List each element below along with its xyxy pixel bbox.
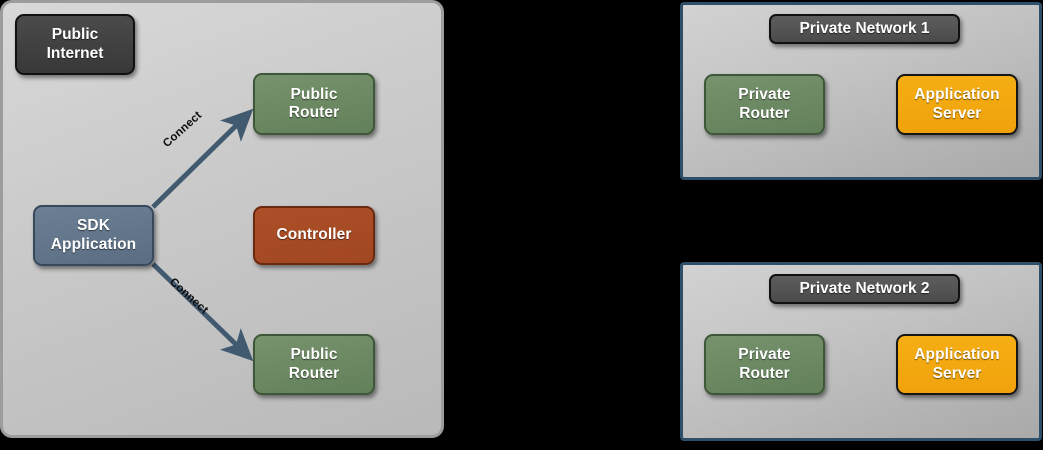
sdk-application-line2: Application <box>50 235 137 253</box>
public-router-bottom-line1: Public <box>290 346 338 364</box>
private-network-1-title: Private Network 1 <box>769 14 960 44</box>
public-internet-label-line2: Internet <box>46 44 104 62</box>
controller-line1: Controller <box>276 226 352 244</box>
node-application-server-2[interactable]: Application Server <box>896 334 1018 395</box>
node-private-router-1[interactable]: Private Router <box>704 74 825 135</box>
node-public-router-top[interactable]: Public Router <box>253 73 375 135</box>
private-router-1-line1: Private <box>738 86 791 104</box>
private-network-2-panel: Private Network 2 Private Router Applica… <box>680 262 1042 441</box>
node-private-router-2[interactable]: Private Router <box>704 334 825 395</box>
public-router-bottom-line2: Router <box>288 364 340 382</box>
application-server-2-line1: Application <box>914 346 1000 364</box>
public-internet-label: Public Internet <box>15 14 135 75</box>
public-internet-label-line1: Public <box>51 26 99 44</box>
application-server-1-line2: Server <box>932 104 982 122</box>
public-internet-zone: Public Internet Connect Connect Public R… <box>0 0 444 438</box>
private-network-1-panel: Private Network 1 Private Router Applica… <box>680 2 1042 180</box>
public-router-top-line2: Router <box>288 104 340 121</box>
public-router-top-line1: Public <box>290 85 338 103</box>
sdk-application-line1: SDK <box>76 217 111 235</box>
private-router-2-line1: Private <box>738 346 791 364</box>
node-application-server-1[interactable]: Application Server <box>896 74 1018 135</box>
node-controller[interactable]: Controller <box>253 206 375 265</box>
node-public-router-bottom[interactable]: Public Router <box>253 334 375 395</box>
node-sdk-application[interactable]: SDK Application <box>33 205 154 266</box>
application-server-1-line1: Application <box>914 86 1000 104</box>
connect-label-bottom: Connect <box>166 276 211 317</box>
private-router-1-line2: Router <box>739 104 790 122</box>
connect-arrow-top <box>151 108 254 209</box>
private-router-2-line2: Router <box>739 364 790 382</box>
private-network-2-title: Private Network 2 <box>769 274 960 304</box>
connect-label-top: Connect <box>161 109 205 150</box>
application-server-2-line2: Server <box>932 364 982 382</box>
